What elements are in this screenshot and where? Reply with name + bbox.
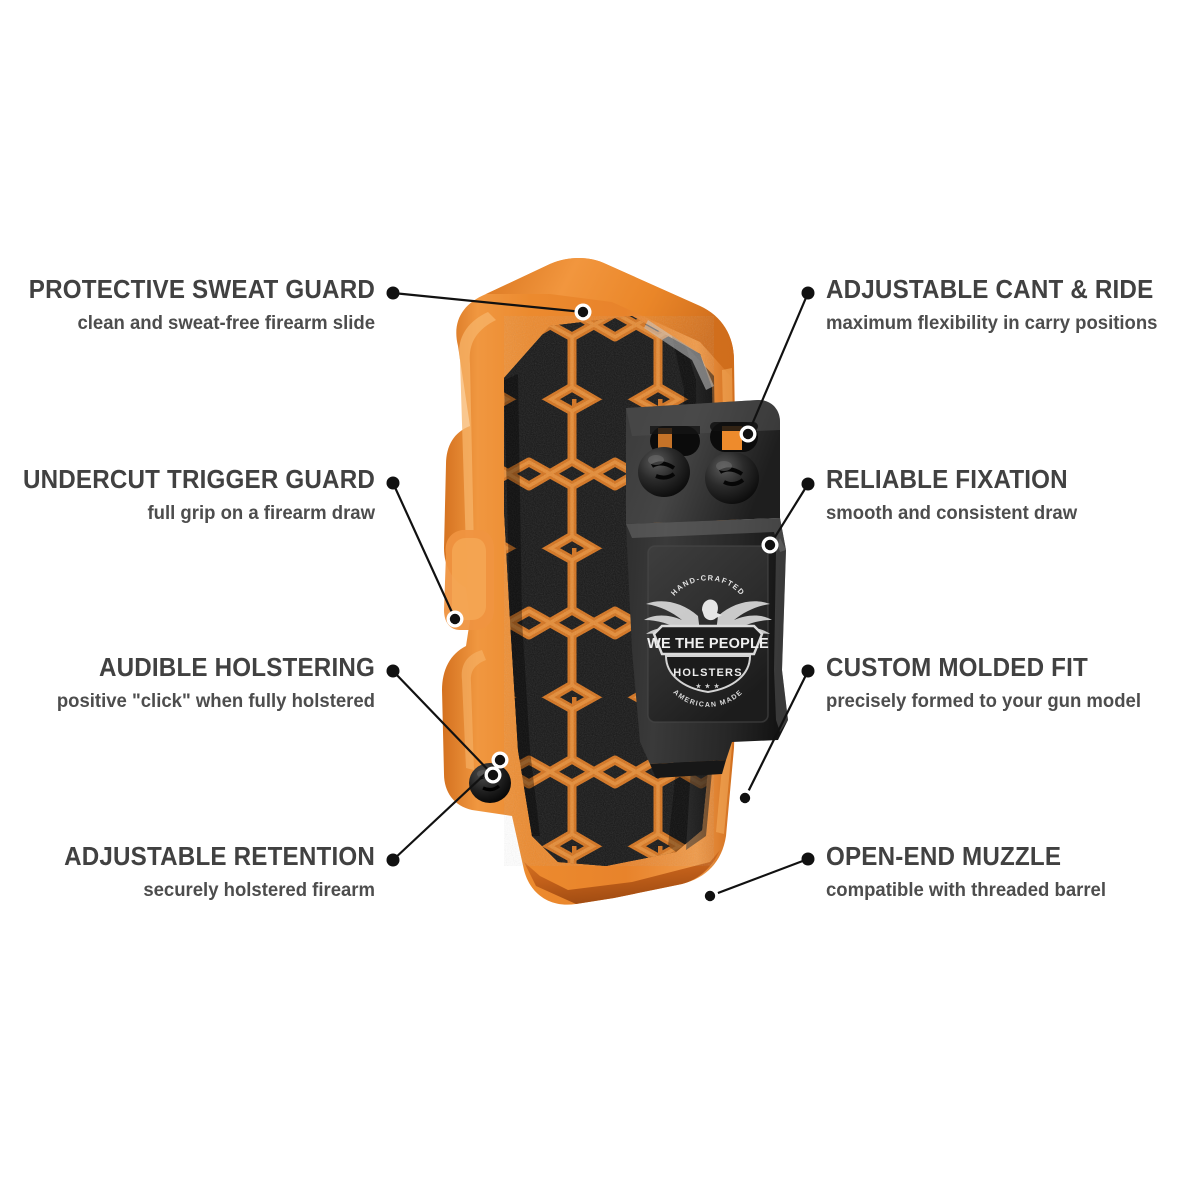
callout-title: ADJUSTABLE CANT & RIDE	[826, 274, 1154, 304]
callout-subtitle: full grip on a firearm draw	[147, 502, 375, 525]
belt-clip: HAND-CRAFTED WE THE PEOPLE HOLSTERS ★ ★ …	[626, 400, 788, 778]
callout-audible-holstering[interactable]: AUDIBLE HOLSTERING positive "click" when…	[0, 652, 376, 713]
callout-title: CUSTOM MOLDED FIT	[826, 652, 1088, 682]
holster-illustration: HAND-CRAFTED WE THE PEOPLE HOLSTERS ★ ★ …	[442, 258, 788, 905]
logo-stars: ★ ★ ★	[696, 683, 720, 690]
callout-adjustable-cant-and-ride[interactable]: ADJUSTABLE CANT & RIDE maximum flexibili…	[826, 274, 1200, 335]
retention-screw	[469, 763, 511, 803]
callout-title: ADJUSTABLE RETENTION	[64, 841, 376, 871]
callout-title: OPEN-END MUZZLE	[826, 841, 1062, 871]
callout-subtitle: compatible with threaded barrel	[826, 879, 1106, 902]
callout-reliable-fixation[interactable]: RELIABLE FIXATION smooth and consistent …	[826, 464, 1200, 525]
callout-subtitle: securely holstered firearm	[143, 879, 375, 902]
callout-title: RELIABLE FIXATION	[826, 464, 1068, 494]
product-image-holster: HAND-CRAFTED WE THE PEOPLE HOLSTERS ★ ★ …	[400, 250, 820, 930]
callout-open-end-muzzle[interactable]: OPEN-END MUZZLE compatible with threaded…	[826, 841, 1200, 902]
callout-subtitle: precisely formed to your gun model	[826, 690, 1141, 713]
callout-title: PROTECTIVE SWEAT GUARD	[28, 274, 375, 304]
callout-protective-sweat-guard[interactable]: PROTECTIVE SWEAT GUARD clean and sweat-f…	[0, 274, 375, 335]
callout-adjustable-retention[interactable]: ADJUSTABLE RETENTION securely holstered …	[0, 841, 376, 902]
callout-subtitle: maximum flexibility in carry positions	[826, 312, 1158, 335]
callout-subtitle: smooth and consistent draw	[826, 502, 1078, 525]
callout-title: UNDERCUT TRIGGER GUARD	[22, 464, 375, 494]
callout-subtitle: clean and sweat-free firearm slide	[77, 312, 375, 335]
callout-undercut-trigger-guard[interactable]: UNDERCUT TRIGGER GUARD full grip on a fi…	[0, 464, 375, 525]
logo-banner-text: HOLSTERS	[673, 667, 743, 679]
callout-custom-molded-fit[interactable]: CUSTOM MOLDED FIT precisely formed to yo…	[826, 652, 1200, 713]
callout-subtitle: positive "click" when fully holstered	[56, 690, 375, 713]
callout-title: AUDIBLE HOLSTERING	[98, 652, 376, 682]
logo-main-text: WE THE PEOPLE	[647, 636, 769, 652]
clip-retention-knobs	[638, 447, 759, 504]
